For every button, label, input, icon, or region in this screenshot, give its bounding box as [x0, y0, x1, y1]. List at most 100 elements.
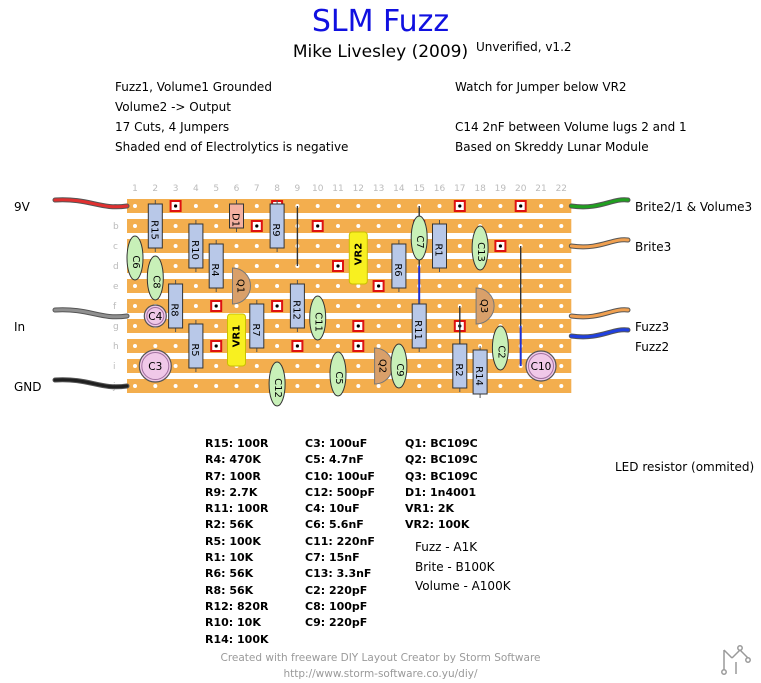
copper-strip — [127, 379, 572, 393]
board-hole — [133, 344, 137, 348]
parts-list-item: R9: 2.7K — [205, 485, 258, 499]
component-ref: R12 — [290, 300, 301, 320]
led-resistor-note: LED resistor (ommited) — [615, 460, 755, 474]
ceramic-capacitor — [146, 255, 164, 301]
component-ref: C2 — [495, 345, 506, 358]
board-hole — [437, 204, 442, 208]
row-label: g — [113, 322, 119, 332]
board-hole — [295, 364, 300, 368]
component-ref: R14 — [473, 366, 484, 386]
strip-cut-hole — [377, 284, 381, 288]
component-ref: R9 — [270, 223, 281, 236]
parts-list-item: VR1: 2K — [405, 502, 455, 516]
row-label: h — [113, 342, 119, 352]
row-label: d — [113, 262, 119, 272]
board-hole — [478, 284, 483, 288]
row-label: e — [113, 282, 119, 292]
ceramic-capacitor — [309, 295, 327, 341]
board-hole — [559, 204, 564, 208]
board-hole — [193, 384, 198, 388]
board-hole — [356, 204, 361, 208]
board-hole — [133, 284, 137, 288]
board-hole — [214, 364, 219, 368]
board-hole — [133, 384, 137, 388]
board-hole — [539, 344, 543, 348]
footer-credit: Created with freeware DIY Layout Creator… — [220, 652, 541, 664]
board-hole — [193, 204, 198, 208]
board-hole — [437, 364, 442, 368]
board-hole — [193, 304, 198, 308]
electrolytic-capacitor — [525, 350, 557, 382]
component-ref: C7 — [414, 235, 425, 248]
resistor-body — [432, 223, 447, 269]
ceramic-capacitor — [471, 225, 489, 271]
board-hole — [315, 204, 320, 208]
component-ref: C6 — [130, 255, 141, 268]
diode-body — [229, 203, 244, 229]
board-hole — [539, 384, 543, 388]
version-label: Unverified, v1.2 — [476, 40, 572, 54]
board-hole — [173, 224, 178, 228]
board-hole — [336, 304, 340, 308]
parts-list-item: R6: 56K — [205, 567, 254, 581]
board-hole — [214, 204, 219, 208]
board-hole — [275, 264, 280, 268]
board-hole — [315, 284, 320, 288]
note-right-1: Watch for Jumper below VR2 — [455, 80, 627, 94]
ceramic-capacitor — [410, 215, 428, 261]
board-hole — [133, 204, 137, 208]
component-ref: R5 — [189, 343, 200, 356]
wire-label-fuzz2: Fuzz2 — [635, 340, 670, 354]
electrolytic-capacitor — [143, 304, 167, 328]
diy-logo-icon — [721, 645, 751, 675]
wire-label-brite2-volume3: Brite2/1 & Volume3 — [635, 200, 753, 214]
board-hole — [214, 324, 219, 328]
column-label: 22 — [556, 184, 567, 194]
parts-list-item: R15: 100R — [205, 437, 269, 450]
resistor-body — [147, 203, 163, 249]
resistor-body — [208, 243, 224, 289]
board-hole — [254, 384, 259, 388]
board-hole — [559, 364, 564, 368]
parts-list-item: Q2: BC109C — [405, 453, 478, 467]
column-label: 20 — [515, 184, 527, 194]
board-hole — [396, 224, 401, 228]
board-hole — [133, 304, 137, 308]
parts-list-item: R7: 100R — [205, 469, 261, 483]
component-ref: VR2 — [353, 243, 364, 265]
board-hole — [498, 384, 503, 388]
board-hole — [153, 344, 158, 348]
copper-strip — [127, 199, 572, 213]
strip-cut-hole — [498, 244, 502, 248]
transistor-body — [232, 267, 251, 305]
pots-list: Fuzz - A1K Brite - B100K Volume - A100K — [415, 538, 511, 597]
electrolytic-ring — [528, 353, 554, 379]
parts-list-item: C4: 10uF — [305, 502, 360, 516]
note-right-3: Based on Skreddy Lunar Module — [455, 140, 649, 154]
board-hole — [234, 244, 239, 248]
board-hole — [437, 384, 442, 388]
board-hole — [234, 384, 239, 388]
board-hole — [539, 304, 543, 308]
column-label: 7 — [254, 184, 260, 194]
strip-cut-hole — [356, 344, 360, 348]
strip-cut-hole — [336, 264, 340, 268]
board-hole — [376, 224, 381, 228]
note-left-2: Volume2 -> Output — [115, 100, 231, 114]
board-hole — [376, 264, 381, 268]
component-ref: D1 — [230, 213, 241, 227]
column-label: 10 — [312, 184, 324, 194]
board-hole — [336, 244, 340, 248]
component-ref: R10 — [189, 240, 200, 260]
board-hole — [539, 244, 543, 248]
board-hole — [234, 304, 239, 308]
board-hole — [498, 224, 503, 228]
board-hole — [437, 304, 442, 308]
parts-list-item: Q3: BC109C — [405, 469, 478, 483]
parts-list-item: C13: 3.3nF — [305, 567, 372, 581]
component-ref: Q3 — [478, 299, 489, 313]
wire — [569, 328, 630, 339]
ceramic-capacitor — [126, 235, 144, 281]
